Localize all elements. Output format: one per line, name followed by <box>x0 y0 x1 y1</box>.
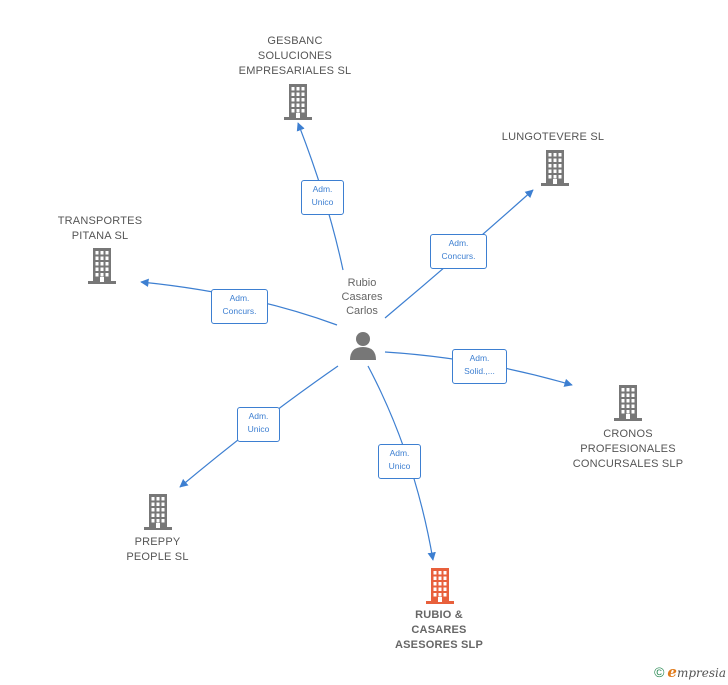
person-name: Rubio Casares Carlos <box>341 277 383 317</box>
company-label-transportes[interactable]: TRANSPORTES PITANA SL <box>57 215 143 242</box>
company-label-gesbanc[interactable]: GESBANC SOLUCIONES EMPRESARIALES SL <box>238 35 352 77</box>
role-box-rubio[interactable]: Adm. Unico <box>378 444 421 479</box>
building-icon-transportes[interactable] <box>87 248 117 284</box>
role-box-cronos[interactable]: Adm. Solid.,... <box>452 349 507 384</box>
company-label-rubio[interactable]: RUBIO & CASARES ASESORES SLP <box>395 609 483 651</box>
brand-logo: empresia <box>667 663 726 681</box>
footer-brand[interactable]: ©empresia <box>654 663 726 681</box>
role-box-gesbanc[interactable]: Adm. Unico <box>301 180 344 215</box>
company-label-lungotevere[interactable]: LUNGOTEVERE SL <box>501 131 605 143</box>
building-icon-gesbanc[interactable] <box>283 84 313 120</box>
building-icon-cronos[interactable] <box>613 385 643 421</box>
role-box-preppy[interactable]: Adm. Unico <box>237 407 280 442</box>
company-label-preppy[interactable]: PREPPY PEOPLE SL <box>126 536 189 563</box>
company-label-cronos[interactable]: CRONOS PROFESIONALES CONCURSALES SLP <box>572 428 684 470</box>
building-icon-lungotevere[interactable] <box>540 150 570 186</box>
building-icon-rubio[interactable] <box>425 568 455 604</box>
person-icon[interactable] <box>348 330 378 360</box>
role-box-transportes[interactable]: Adm. Concurs. <box>211 289 268 324</box>
copyright-icon: © <box>654 664 665 680</box>
building-icon-preppy[interactable] <box>143 494 173 530</box>
role-box-lungotevere[interactable]: Adm. Concurs. <box>430 234 487 269</box>
